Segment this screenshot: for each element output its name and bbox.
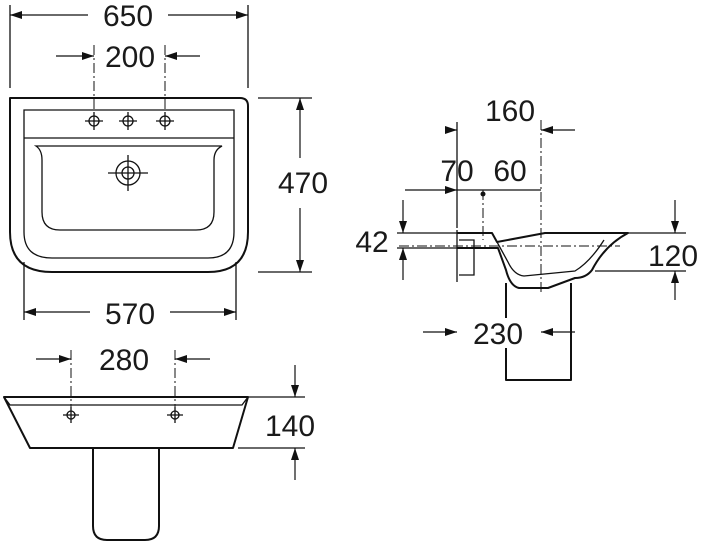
basin-outline-front (3, 396, 249, 449)
dim-bowl-height: 120 (648, 240, 698, 273)
tap-hole-right-icon (156, 112, 174, 130)
tap-hole-center-icon (119, 112, 137, 130)
tap-hole-left-icon (85, 112, 103, 130)
basin-bowl-plan (33, 145, 223, 231)
basin-section-side (457, 232, 629, 289)
dim-fixing-height: 140 (265, 410, 315, 443)
dim-thickness: 42 (355, 226, 388, 259)
dim-fixing-spacing: 280 (99, 344, 149, 377)
basin-rim-plan (23, 109, 235, 259)
drain-icon (108, 155, 148, 191)
dim-overall-width: 650 (103, 0, 153, 33)
fixing-hole-left-icon (63, 407, 79, 423)
basin-inner-side (496, 239, 605, 277)
dim-depth: 470 (278, 167, 328, 200)
dim-tap-offset: 70 (440, 155, 473, 188)
dim-pedestal-offset: 230 (473, 318, 523, 351)
plan-view: 650 200 470 570 (9, 0, 328, 331)
pedestal-front (92, 448, 160, 541)
dim-side-depth: 160 (485, 95, 535, 128)
dim-tap-to-edge: 60 (493, 155, 526, 188)
dim-inner-width: 570 (105, 298, 155, 331)
basin-rim-front (3, 396, 249, 406)
side-view: 160 70 60 42 120 230 (355, 95, 698, 381)
fixing-block-side (459, 239, 475, 276)
dim-tap-spacing: 200 (105, 41, 155, 74)
fixing-hole-right-icon (167, 407, 183, 423)
front-view: 280 140 (3, 344, 315, 541)
